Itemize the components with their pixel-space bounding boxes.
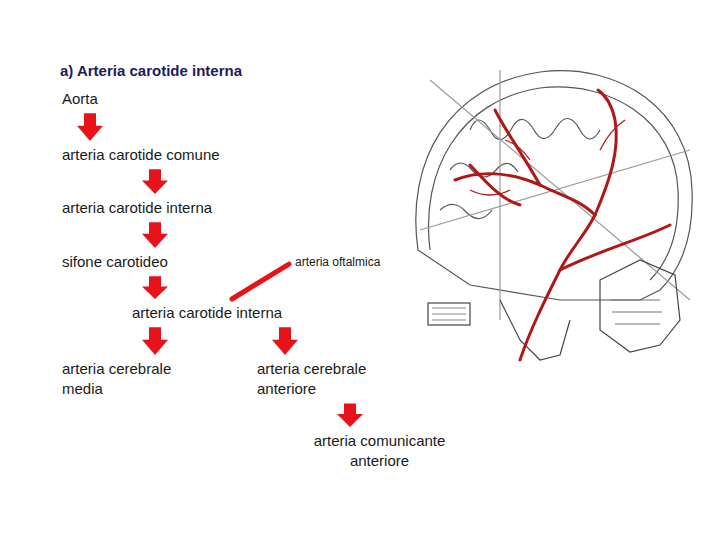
artery-label: arteria cerebrale anteriore — [255, 358, 399, 401]
artery-label: arteria cerebrale media — [60, 358, 199, 401]
artery-label: arteria comunicante anteriore — [295, 430, 464, 473]
flow-arrow — [142, 327, 168, 355]
artery-label: arteria carotide interna — [60, 197, 214, 219]
slide-title: a) Arteria carotide interna — [60, 62, 242, 79]
flow-arrow — [337, 404, 363, 428]
flow-arrow — [272, 327, 298, 355]
flow-arrow — [77, 113, 103, 141]
artery-label: arteria carotide interna — [130, 302, 284, 324]
artery-label: arteria carotide comune — [60, 144, 222, 166]
artery-name: Aorta — [62, 89, 98, 109]
flow-arrow — [142, 169, 168, 194]
flow-arrow — [142, 222, 168, 248]
artery-name: arteria carotide interna — [62, 198, 212, 218]
artery-name: arteria carotide interna — [132, 303, 282, 323]
artery-label: Aorta — [60, 88, 100, 110]
artery-label: arteria oftalmica — [293, 253, 382, 271]
flow-arrow — [232, 264, 289, 299]
artery-name: arteria comunicante anteriore — [297, 431, 462, 472]
artery-label: sifone carotideo — [60, 251, 170, 273]
artery-name: arteria carotide comune — [62, 145, 220, 165]
artery-name: arteria oftalmica — [295, 254, 380, 270]
artery-name: arteria cerebrale media — [62, 359, 197, 400]
artery-name: arteria cerebrale anteriore — [257, 359, 397, 400]
flow-arrow — [142, 276, 168, 299]
artery-name: sifone carotideo — [62, 252, 168, 272]
